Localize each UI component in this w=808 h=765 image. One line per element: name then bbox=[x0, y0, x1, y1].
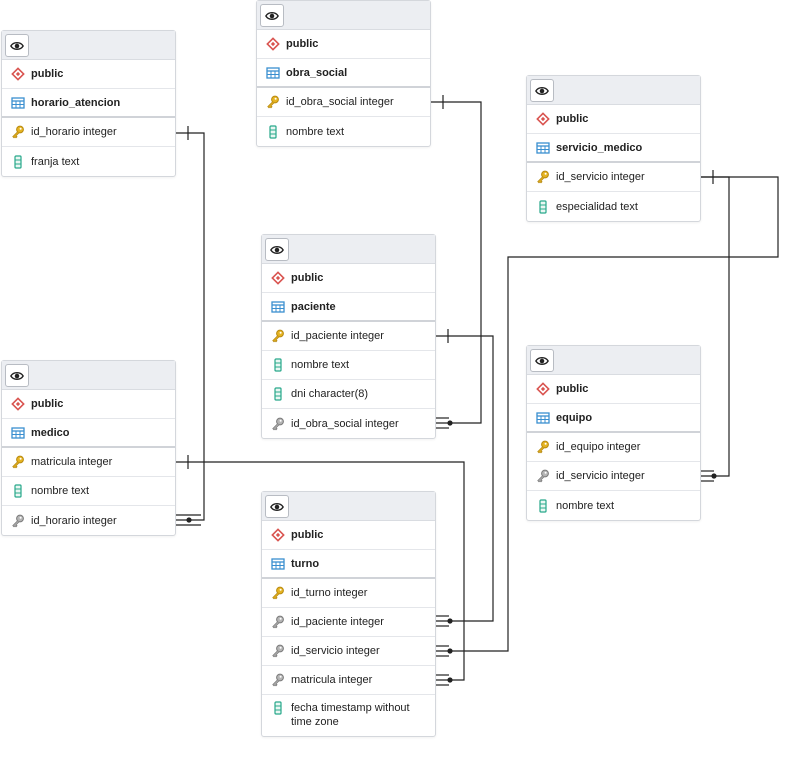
foreign-key-icon bbox=[271, 644, 285, 658]
table-name-row: turno bbox=[262, 550, 435, 579]
table-icon bbox=[536, 141, 550, 155]
schema-icon bbox=[11, 67, 25, 81]
table-icon bbox=[266, 66, 280, 80]
entity-header bbox=[257, 1, 430, 30]
column-row: nombre text bbox=[257, 117, 430, 146]
foreign-key-icon bbox=[11, 514, 25, 528]
eye-icon[interactable] bbox=[260, 4, 284, 27]
eye-icon[interactable] bbox=[530, 349, 554, 372]
schema-row: public bbox=[257, 30, 430, 59]
schema-row: public bbox=[2, 60, 175, 89]
column-row: matricula integer bbox=[262, 666, 435, 695]
column-row: id_paciente integer bbox=[262, 608, 435, 637]
table-icon bbox=[271, 557, 285, 571]
entity-header bbox=[2, 31, 175, 60]
entity-equipo[interactable]: public equipo id_equipo integer id_servi… bbox=[526, 345, 701, 521]
column-row: id_obra_social integer bbox=[257, 88, 430, 117]
primary-key-icon bbox=[11, 455, 25, 469]
table-name-row: horario_atencion bbox=[2, 89, 175, 118]
table-icon bbox=[11, 426, 25, 440]
column-icon bbox=[11, 484, 25, 498]
column-row: fecha timestamp without time zone bbox=[262, 695, 435, 736]
column-row: dni character(8) bbox=[262, 380, 435, 409]
column-row: id_obra_social integer bbox=[262, 409, 435, 438]
entity-medico[interactable]: public medico matricula integer nombre t… bbox=[1, 360, 176, 536]
primary-key-icon bbox=[266, 95, 280, 109]
table-icon bbox=[536, 411, 550, 425]
entity-header bbox=[262, 492, 435, 521]
table-name-row: equipo bbox=[527, 404, 700, 433]
column-icon bbox=[536, 498, 550, 513]
entity-header bbox=[262, 235, 435, 264]
entity-horario-atencion[interactable]: public horario_atencion id_horario integ… bbox=[1, 30, 176, 177]
column-icon bbox=[271, 358, 285, 372]
schema-icon bbox=[271, 271, 285, 285]
table-name-row: medico bbox=[2, 419, 175, 448]
eye-icon[interactable] bbox=[5, 364, 29, 387]
schema-row: public bbox=[527, 105, 700, 134]
table-icon bbox=[271, 300, 285, 314]
column-row: id_servicio integer bbox=[262, 637, 435, 666]
entity-paciente[interactable]: public paciente id_paciente integer nomb… bbox=[261, 234, 436, 439]
entity-header bbox=[527, 76, 700, 105]
foreign-key-icon bbox=[271, 417, 285, 431]
column-icon bbox=[266, 124, 280, 139]
table-name-row: obra_social bbox=[257, 59, 430, 88]
column-row: nombre text bbox=[2, 477, 175, 506]
entity-servicio-medico[interactable]: public servicio_medico id_servicio integ… bbox=[526, 75, 701, 222]
primary-key-icon bbox=[536, 440, 550, 454]
table-name-row: paciente bbox=[262, 293, 435, 322]
schema-row: public bbox=[262, 521, 435, 550]
primary-key-icon bbox=[536, 170, 550, 184]
schema-row: public bbox=[262, 264, 435, 293]
primary-key-icon bbox=[271, 586, 285, 600]
primary-key-icon bbox=[11, 125, 25, 139]
column-row: matricula integer bbox=[2, 448, 175, 477]
column-row: franja text bbox=[2, 147, 175, 176]
foreign-key-icon bbox=[271, 673, 285, 687]
column-icon bbox=[536, 199, 550, 214]
entity-header bbox=[2, 361, 175, 390]
column-icon bbox=[11, 154, 25, 169]
column-row: id_horario integer bbox=[2, 506, 175, 535]
schema-icon bbox=[11, 397, 25, 411]
schema-row: public bbox=[527, 375, 700, 404]
column-row: nombre text bbox=[262, 351, 435, 380]
schema-icon bbox=[266, 37, 280, 51]
column-row: id_servicio integer bbox=[527, 462, 700, 491]
entity-header bbox=[527, 346, 700, 375]
link-horario-medico bbox=[175, 126, 205, 526]
schema-row: public bbox=[2, 390, 175, 419]
column-row: id_servicio integer bbox=[527, 163, 700, 192]
column-row: nombre text bbox=[527, 491, 700, 520]
link-paciente-turno bbox=[435, 329, 494, 627]
link-servicio-equipo bbox=[700, 176, 730, 482]
column-icon bbox=[271, 701, 285, 715]
foreign-key-icon bbox=[271, 615, 285, 629]
foreign-key-icon bbox=[536, 469, 550, 483]
table-name-row: servicio_medico bbox=[527, 134, 700, 163]
column-row: id_equipo integer bbox=[527, 433, 700, 462]
schema-icon bbox=[536, 112, 550, 126]
eye-icon[interactable] bbox=[265, 238, 289, 261]
link-obra-social-paciente bbox=[430, 95, 482, 429]
column-row: id_turno integer bbox=[262, 579, 435, 608]
column-icon bbox=[271, 387, 285, 401]
primary-key-icon bbox=[271, 329, 285, 343]
entity-turno[interactable]: public turno id_turno integer id_pacient… bbox=[261, 491, 436, 737]
table-icon bbox=[11, 96, 25, 110]
schema-icon bbox=[271, 528, 285, 542]
column-row: especialidad text bbox=[527, 192, 700, 221]
eye-icon[interactable] bbox=[530, 79, 554, 102]
column-row: id_paciente integer bbox=[262, 322, 435, 351]
eye-icon[interactable] bbox=[5, 34, 29, 57]
entity-obra-social[interactable]: public obra_social id_obra_social intege… bbox=[256, 0, 431, 147]
schema-icon bbox=[536, 382, 550, 396]
column-row: id_horario integer bbox=[2, 118, 175, 147]
eye-icon[interactable] bbox=[265, 495, 289, 518]
